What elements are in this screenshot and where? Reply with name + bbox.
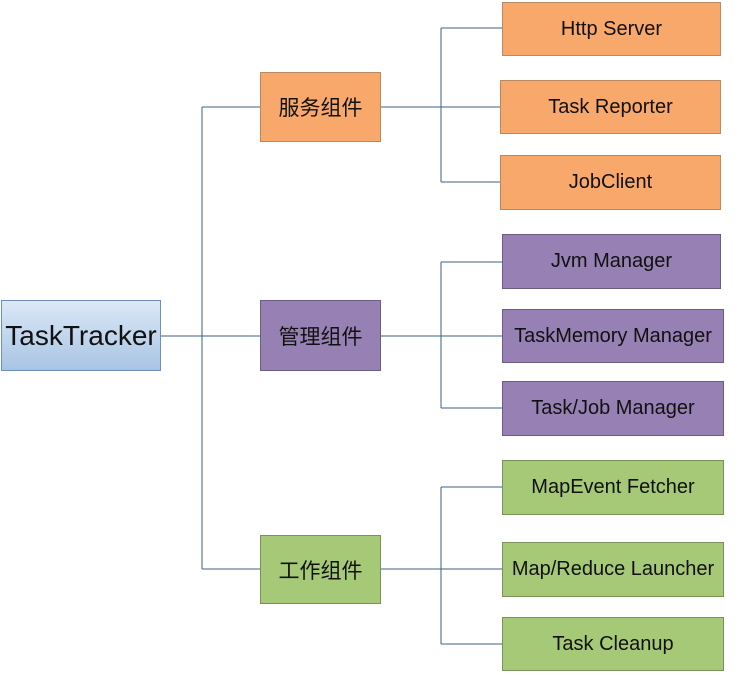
- leaf-label: Map/Reduce Launcher: [511, 558, 715, 580]
- connector-group-work: [381, 486, 502, 645]
- group-label: 服务组件: [278, 97, 363, 120]
- group-label: 管理组件: [278, 325, 363, 349]
- leaf-node-task-cleanup: Task Cleanup: [502, 617, 724, 671]
- connector-group-manage: [381, 261, 502, 409]
- leaf-label: JobClient: [568, 171, 653, 193]
- group-label: 工作组件: [278, 559, 363, 583]
- leaf-label: TaskMemory Manager: [514, 324, 712, 347]
- leaf-node-http-server: Http Server: [502, 2, 721, 56]
- leaf-label: Task/Job Manager: [531, 397, 695, 419]
- leaf-node-mapevent-fetcher: MapEvent Fetcher: [502, 460, 724, 515]
- leaf-label: MapEvent Fetcher: [531, 476, 695, 498]
- root-node-tasktracker: TaskTracker: [1, 300, 161, 371]
- leaf-label: Http Server: [560, 17, 663, 40]
- group-node-work: 工作组件: [260, 535, 381, 604]
- group-node-service: 服务组件: [260, 72, 381, 142]
- connector-group-service: [381, 27, 502, 183]
- root-label: TaskTracker: [5, 319, 157, 351]
- leaf-label: Task Reporter: [548, 95, 673, 118]
- connector-root-to-groups: [161, 106, 260, 570]
- leaf-node-task-job-manager: Task/Job Manager: [502, 381, 724, 436]
- leaf-label: Task Cleanup: [552, 632, 674, 655]
- leaf-node-jvm-manager: Jvm Manager: [502, 234, 721, 289]
- leaf-node-map-reduce-launcher: Map/Reduce Launcher: [502, 542, 724, 597]
- leaf-label: Jvm Manager: [550, 250, 673, 272]
- leaf-node-taskmemory-manager: TaskMemory Manager: [502, 309, 724, 363]
- leaf-node-task-reporter: Task Reporter: [500, 80, 721, 134]
- leaf-node-jobclient: JobClient: [500, 155, 721, 210]
- group-node-manage: 管理组件: [260, 300, 381, 371]
